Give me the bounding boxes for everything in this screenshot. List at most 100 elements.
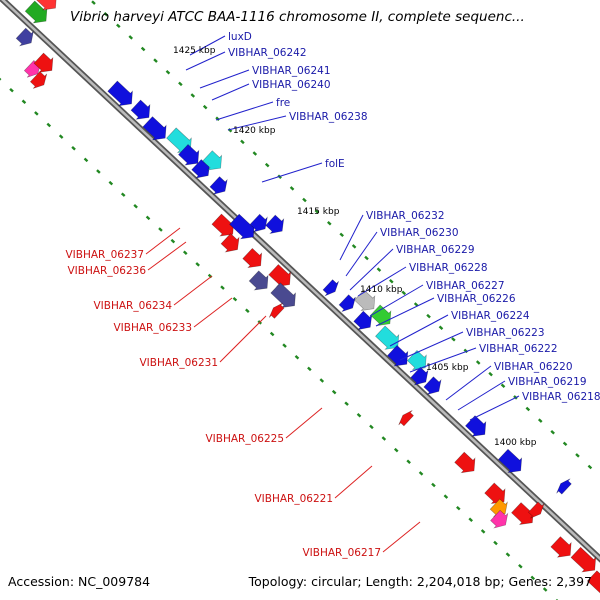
- gene-arrow-40[interactable]: [490, 509, 509, 529]
- leader-line: [285, 407, 323, 439]
- scale-tick: [381, 436, 387, 441]
- scale-tick: [451, 337, 456, 342]
- gene-arrow-30[interactable]: [387, 345, 409, 367]
- gene-arrow-33[interactable]: [423, 376, 442, 395]
- scale-tick: [468, 517, 473, 523]
- scale-tick: [133, 204, 138, 209]
- gene-arrow-0[interactable]: [24, 0, 48, 24]
- gene-label-reverse[interactable]: VIBHAR_06231: [139, 357, 218, 369]
- gene-labels[interactable]: luxD VIBHAR_06242VIBHAR_06241VIBHAR_06240…: [65, 31, 600, 559]
- gene-arrow-32[interactable]: [410, 366, 429, 386]
- scale-tick: [488, 371, 493, 377]
- gene-label-reverse[interactable]: VIBHAR_06236: [67, 265, 146, 277]
- gene-arrow-34[interactable]: [398, 410, 414, 427]
- gene-arrow-24[interactable]: [322, 279, 339, 297]
- leader-line: [199, 69, 250, 89]
- kbp-label: 1415 kbp: [297, 207, 340, 217]
- gene-label-forward[interactable]: VIBHAR_06220: [494, 361, 573, 373]
- gene-arrow-43[interactable]: [556, 478, 572, 495]
- gene-label-forward[interactable]: VIBHAR_06228: [409, 262, 488, 274]
- gene-arrow-22[interactable]: [270, 282, 296, 308]
- gene-arrow-5[interactable]: [29, 71, 48, 89]
- gene-arrow-6[interactable]: [107, 80, 133, 107]
- gene-arrow-28[interactable]: [370, 304, 392, 326]
- gene-arrow-7[interactable]: [130, 99, 151, 120]
- gene-label-reverse[interactable]: VIBHAR_06233: [113, 322, 192, 334]
- gene-label-reverse[interactable]: VIBHAR_06234: [93, 300, 172, 312]
- gene-label-forward[interactable]: fre: [276, 97, 290, 109]
- gene-label-forward[interactable]: VIBHAR_06230: [380, 227, 459, 239]
- gene-arrow-25[interactable]: [338, 294, 356, 312]
- gene-arrow-12[interactable]: [202, 150, 223, 171]
- gene-label-forward[interactable]: VIBHAR_06227: [426, 280, 505, 292]
- gene-label-forward[interactable]: VIBHAR_06224: [451, 310, 530, 322]
- gene-label-forward[interactable]: VIBHAR_06222: [479, 343, 558, 355]
- gene-label-reverse[interactable]: VIBHAR_06217: [302, 547, 381, 559]
- gene-label-forward[interactable]: luxD: [228, 31, 252, 43]
- gene-label-forward[interactable]: VIBHAR_06232: [366, 210, 445, 222]
- scale-tick: [190, 93, 196, 98]
- gene-arrow-29[interactable]: [375, 325, 400, 350]
- gene-arrow-1[interactable]: [35, 0, 57, 11]
- gene-arrow-10[interactable]: [178, 144, 200, 166]
- gene-label-forward[interactable]: VIBHAR_06218: [522, 391, 600, 403]
- gene-arrow-36[interactable]: [454, 451, 476, 474]
- scale-tick: [500, 383, 506, 388]
- scale-tick: [525, 406, 531, 412]
- scale-tick: [307, 366, 312, 372]
- gene-label-forward[interactable]: VIBHAR_06241: [252, 65, 331, 77]
- gene-label-forward[interactable]: VIBHAR_06226: [437, 293, 516, 305]
- gene-arrow-13[interactable]: [209, 176, 228, 195]
- kbp-label: 1425 kbp: [173, 46, 216, 56]
- gene-arrow-2[interactable]: [15, 27, 34, 47]
- scale-tick: [369, 424, 374, 430]
- scale-tick: [108, 180, 114, 186]
- gene-arrow-27[interactable]: [353, 310, 373, 331]
- gene-arrow-8[interactable]: [142, 116, 167, 141]
- gene-arrow-23[interactable]: [268, 302, 285, 319]
- gene-arrow-37[interactable]: [497, 448, 523, 474]
- scale-tick: [245, 308, 250, 314]
- gene-arrow-20[interactable]: [248, 270, 269, 291]
- gene-label-forward[interactable]: VIBHAR_06223: [466, 327, 545, 339]
- gene-arrow-19[interactable]: [242, 247, 263, 269]
- gene-arrow-45[interactable]: [570, 546, 597, 573]
- label-leader-lines: [145, 35, 520, 553]
- gene-arrow-38[interactable]: [484, 482, 506, 504]
- gene-label-forward[interactable]: VIBHAR_06229: [396, 244, 475, 256]
- scale-tick: [542, 587, 548, 592]
- gene-arrow-17[interactable]: [249, 213, 268, 233]
- scale-tick: [58, 134, 64, 139]
- scale-tick: [178, 81, 183, 87]
- gene-label-reverse[interactable]: VIBHAR_06237: [65, 249, 144, 261]
- gene-label-forward[interactable]: folE: [325, 158, 345, 170]
- scale-tick: [128, 35, 134, 40]
- gene-arrow-18[interactable]: [265, 214, 285, 234]
- scale-tick: [71, 146, 76, 151]
- scale-tick: [96, 169, 101, 174]
- gene-label-forward[interactable]: VIBHAR_06219: [508, 376, 587, 388]
- gene-features[interactable]: [15, 0, 600, 598]
- gene-label-forward[interactable]: VIBHAR_06240: [252, 79, 331, 91]
- scale-tick: [518, 564, 523, 569]
- gene-arrow-44[interactable]: [550, 536, 572, 558]
- accession-text: Accession: NC_009784: [8, 574, 151, 589]
- gene-label-reverse[interactable]: VIBHAR_06221: [254, 493, 333, 505]
- gene-arrow-46[interactable]: [586, 570, 600, 598]
- scale-tick: [46, 122, 52, 128]
- gene-arrow-4[interactable]: [33, 52, 54, 73]
- scale-tick: [413, 302, 419, 307]
- leader-line: [469, 395, 520, 421]
- gene-label-forward[interactable]: VIBHAR_06242: [228, 47, 307, 59]
- gene-label-forward[interactable]: VIBHAR_06238: [289, 111, 368, 123]
- gene-arrow-42[interactable]: [528, 501, 545, 519]
- gene-arrow-35[interactable]: [465, 415, 487, 437]
- gene-arrow-16[interactable]: [220, 233, 240, 253]
- gene-label-reverse[interactable]: VIBHAR_06225: [205, 433, 284, 445]
- leader-line: [457, 380, 506, 411]
- scale-tick: [475, 360, 481, 365]
- kbp-label: 1400 kbp: [494, 438, 537, 448]
- scale-tick: [282, 343, 287, 348]
